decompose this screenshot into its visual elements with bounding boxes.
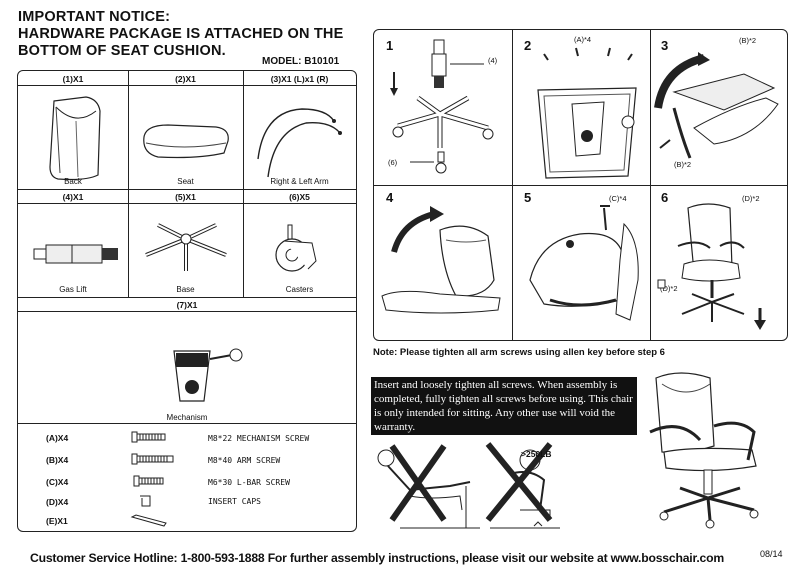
part-qty-mechanism: (7)X1 [176,300,198,310]
divider [650,30,651,340]
step-3-illustration [654,52,779,159]
base-illustration [145,223,227,271]
step-6-callout-bottom: (D)*2 [660,284,678,293]
arm-screw-icon [131,453,174,465]
divider [512,30,513,340]
part-qty-back: (1)X1 [62,74,84,84]
step-6-number: 6 [661,190,669,205]
step-3-callout-bottom: (B)*2 [674,160,692,169]
divider [18,297,356,298]
step-1-callout-caster: (6) [388,158,398,167]
caster-illustration [275,224,317,272]
lbar-screw-icon [133,475,164,487]
step-2-illustration [537,47,637,179]
hw-desc-d: INSERT CAPS [208,497,261,506]
allen-key-icon [130,514,167,527]
part-label-seat: Seat [177,177,194,186]
divider [128,71,129,297]
mechanism-illustration [173,348,243,402]
part-qty-gaslift: (4)X1 [62,192,84,202]
gas-lift-illustration [33,244,118,264]
divider [18,85,356,86]
part-label-gaslift: Gas Lift [59,285,87,294]
step-3-number: 3 [661,38,669,53]
assembled-chair-illustration [649,372,759,529]
step-1-callout-gaslift: (4) [488,56,498,65]
hw-qty-c: (C)X4 [46,477,69,487]
divider [18,311,356,312]
divider [18,423,356,424]
footer-contact: Customer Service Hotline: 1-800-593-1888… [30,551,724,565]
arm-screw-note: Note: Please tighten all arm screws usin… [373,347,665,358]
divider [243,71,244,297]
misuse-overweight-illustration [485,442,560,529]
divider [374,185,787,186]
model-number: MODEL: B10101 [262,56,340,67]
parts-list-box: (1)X1 (2)X1 (3)X1 (L)x1 (R) Back Seat Ri… [17,70,357,532]
part-label-mechanism: Mechanism [166,413,208,422]
hw-desc-a: M8*22 MECHANISM SCREW [208,434,310,443]
important-notice: IMPORTANT NOTICE: HARDWARE PACKAGE IS AT… [18,9,343,60]
part-qty-seat: (2)X1 [175,74,196,84]
step-2-number: 2 [524,38,532,53]
divider [18,203,356,204]
part-label-casters: Casters [285,285,314,294]
part-label-arms: Right & Left Arm [270,177,329,186]
page-number: 08/14 [760,549,783,559]
step-5-number: 5 [524,190,532,205]
notice-line3: BOTTOM OF SEAT CUSHION. [18,43,226,59]
hw-qty-a: (A)X4 [46,433,69,443]
back-illustration [49,96,101,181]
hw-desc-b: M8*40 ARM SCREW [208,456,281,465]
step-1-number: 1 [386,38,394,53]
misuse-feet-up-illustration [377,444,480,529]
notice-line1: IMPORTANT NOTICE: [18,9,171,25]
mechanism-screw-icon [131,431,166,443]
step-3-callout-top: (B)*2 [739,36,757,45]
part-label-base: Base [176,285,195,294]
step-5-illustration [529,205,639,321]
part-qty-base: (5)X1 [175,192,196,202]
step-4-illustration [381,206,501,314]
seat-illustration [143,124,229,159]
insert-cap-icon [140,495,151,507]
part-qty-arms: (3)X1 (L)x1 (R) [270,74,329,84]
warranty-warning: Insert and loosely tighten all screws. W… [371,377,637,435]
step-6-illustration [657,203,766,330]
hw-desc-c: M6*30 L-BAR SCREW [208,478,290,487]
notice-line2: HARDWARE PACKAGE IS ATTACHED ON THE [18,26,344,42]
part-label-back: Back [64,177,82,186]
step-6-callout-top: (D)*2 [742,194,760,203]
hw-qty-e: (E)X1 [46,516,68,526]
step-5-callout: (C)*4 [609,194,627,203]
step-4-number: 4 [386,190,394,205]
part-qty-casters: (6)X5 [289,192,310,202]
hw-qty-b: (B)X4 [46,455,69,465]
arms-illustration [257,108,342,178]
step-1-illustration [390,39,494,174]
divider [18,189,356,190]
weight-limit-label: >250LB [521,449,552,459]
assembly-steps-box: 1 2 3 4 5 6 (4) (6) (A)*4 (B)*2 (B)*2 [373,29,788,341]
step-2-callout: (A)*4 [574,35,592,44]
hw-qty-d: (D)X4 [46,497,69,507]
